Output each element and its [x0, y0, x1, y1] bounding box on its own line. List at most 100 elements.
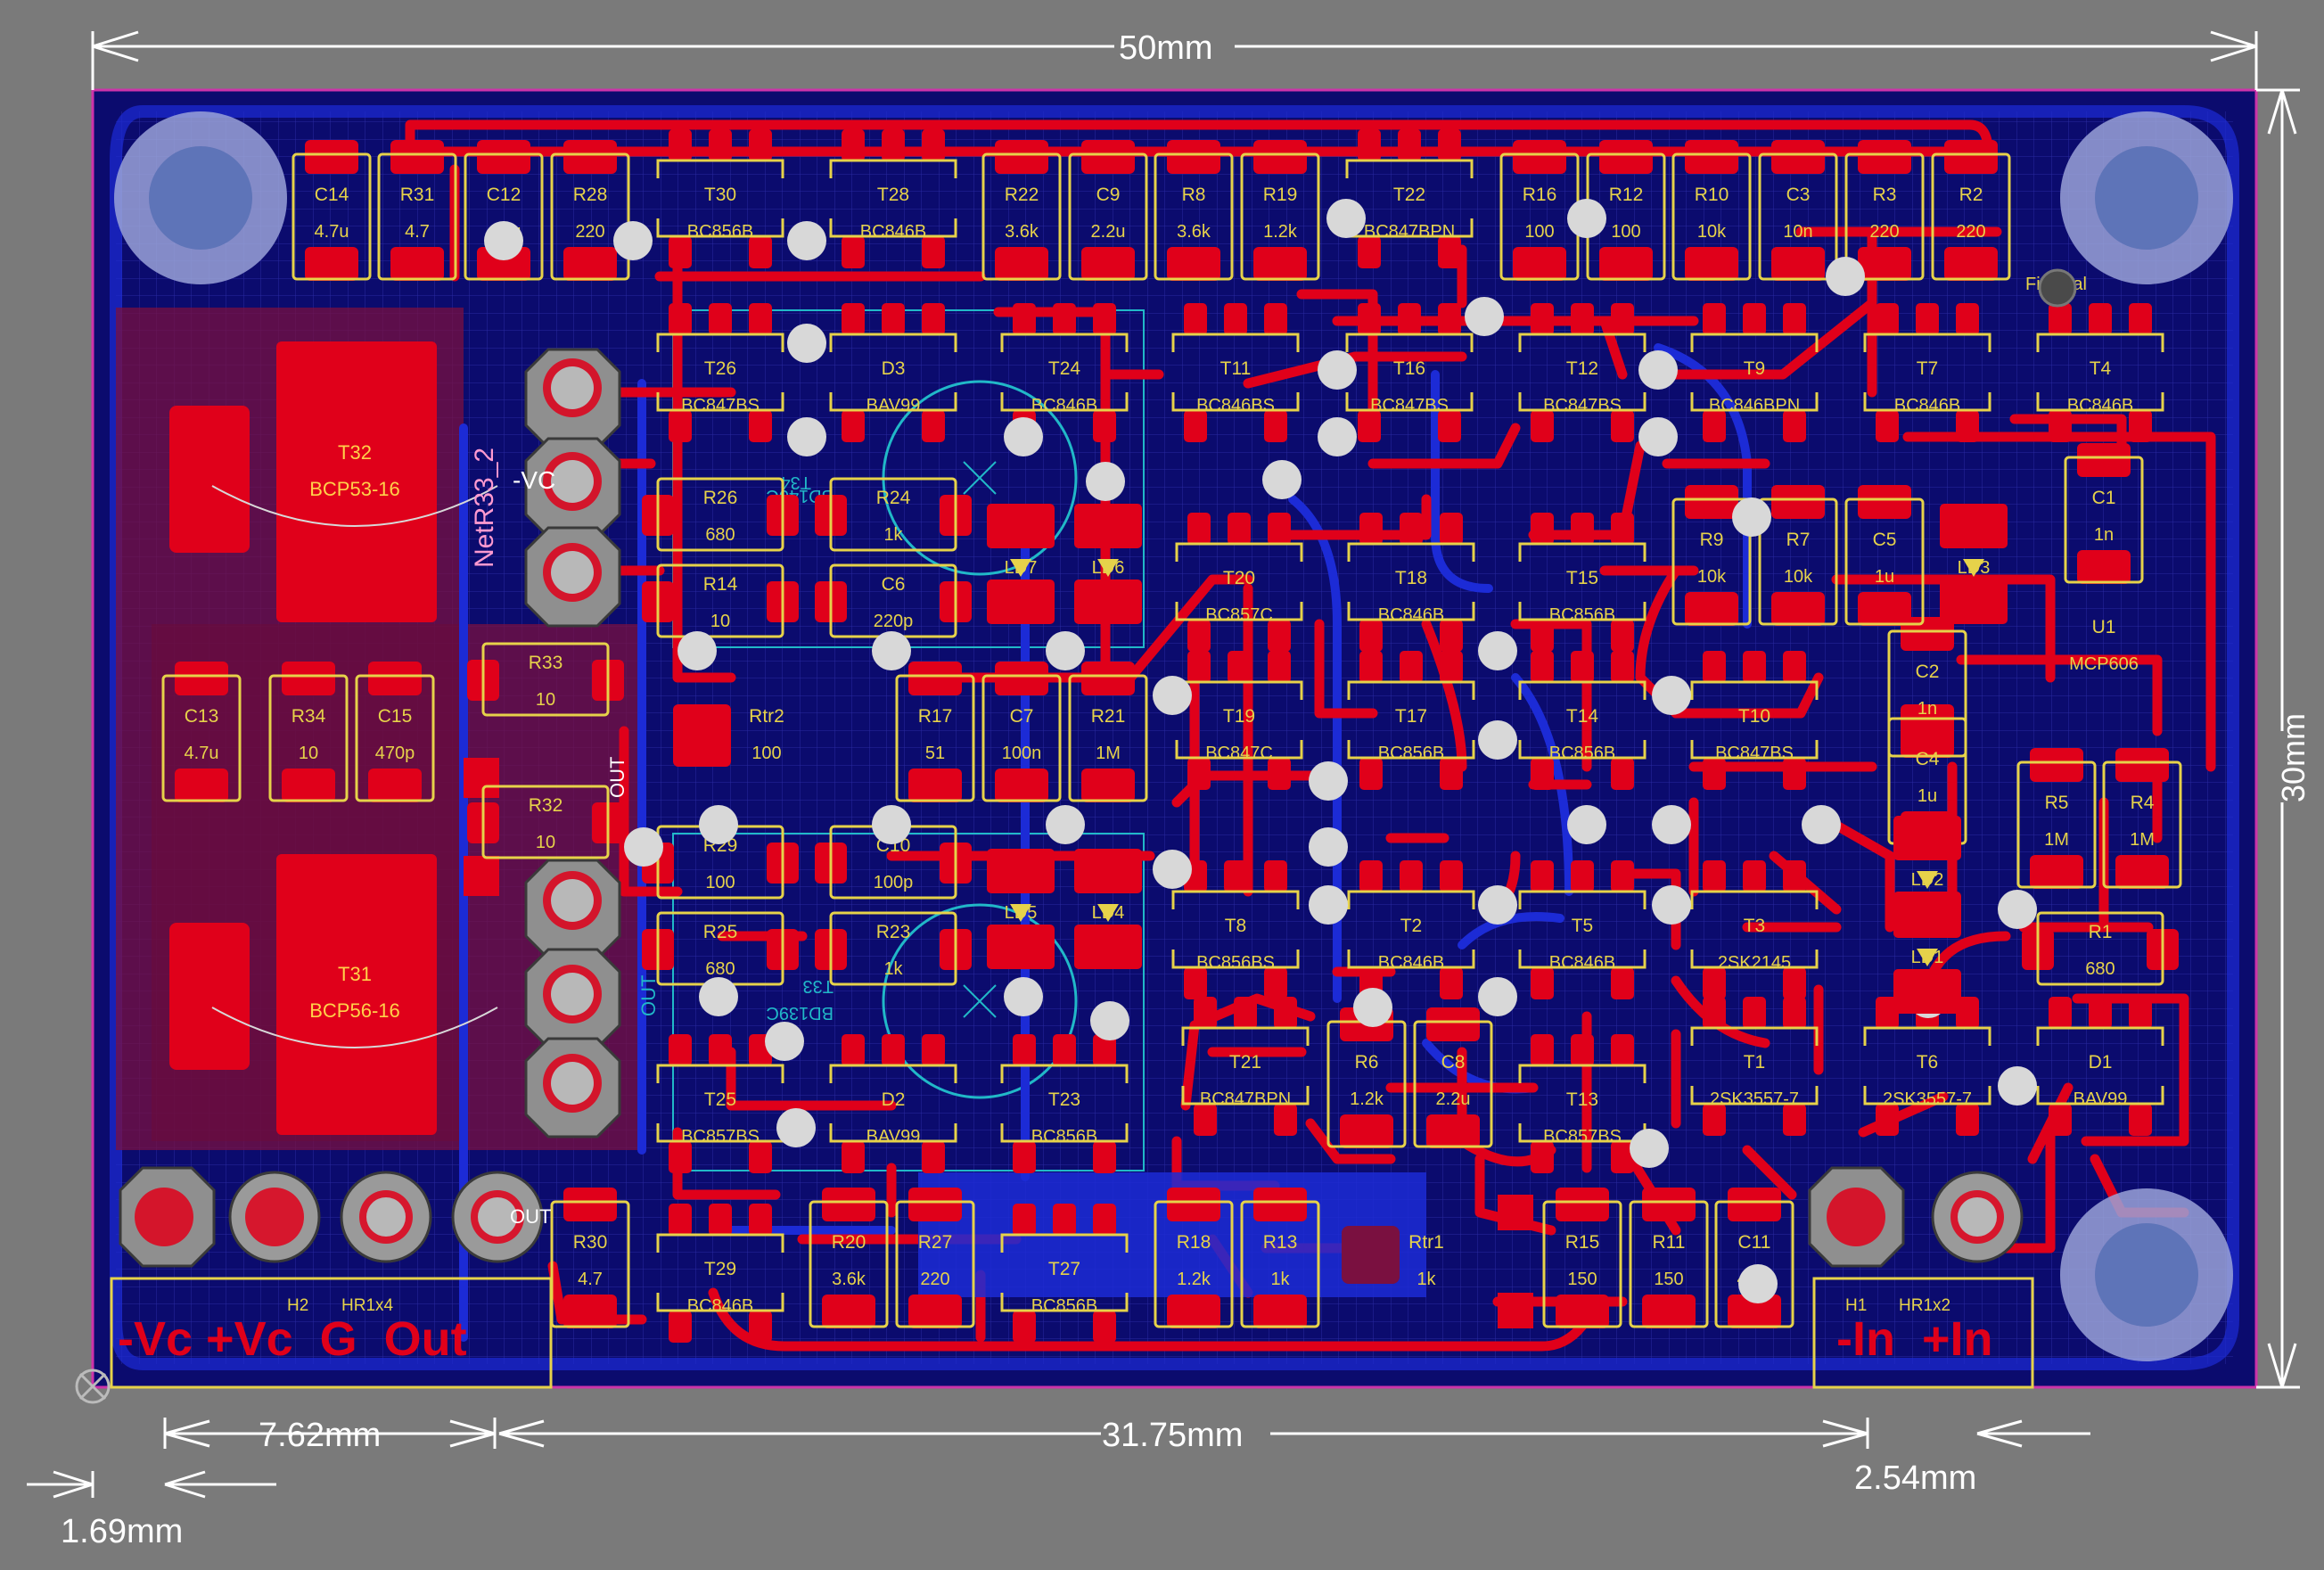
connector-pads	[119, 348, 2024, 1268]
value-label-t20: BC857C	[1205, 605, 1273, 625]
led-ld4[interactable]: LD4	[1074, 849, 1142, 969]
led-ld1[interactable]: LD1	[1893, 893, 1961, 1014]
via	[1326, 199, 1366, 238]
led-ld6[interactable]: LD6	[1074, 504, 1142, 624]
ref-label-t12: T12	[1566, 358, 1598, 379]
component-c9[interactable]: C92.2u	[1068, 152, 1148, 281]
ref-label-t32: T32	[338, 441, 372, 464]
ref-label-c9: C9	[1096, 185, 1121, 205]
value-label-t12: BC847BS	[1543, 396, 1622, 415]
value-label-t6: 2SK3557-7	[1883, 1089, 1972, 1109]
ref-label-r14: R14	[703, 574, 738, 595]
led-ld5[interactable]: LD5	[987, 849, 1055, 969]
led-ld3[interactable]: LD3	[1940, 504, 2008, 624]
vc-net-label: -VC	[513, 466, 555, 494]
via	[1309, 885, 1348, 925]
led-ld7[interactable]: LD7	[987, 504, 1055, 624]
ref-label-rtr1: Rtr1	[1408, 1232, 1444, 1253]
component-r6[interactable]: R61.2k	[1326, 1020, 1407, 1148]
out-pin-label: OUT	[510, 1205, 551, 1228]
component-r8[interactable]: R83.6k	[1154, 152, 1234, 281]
value-label-t1: 2SK3557-7	[1710, 1089, 1799, 1109]
ref-label-t5: T5	[1572, 916, 1594, 936]
component-c8[interactable]: C82.2u	[1413, 1020, 1493, 1148]
